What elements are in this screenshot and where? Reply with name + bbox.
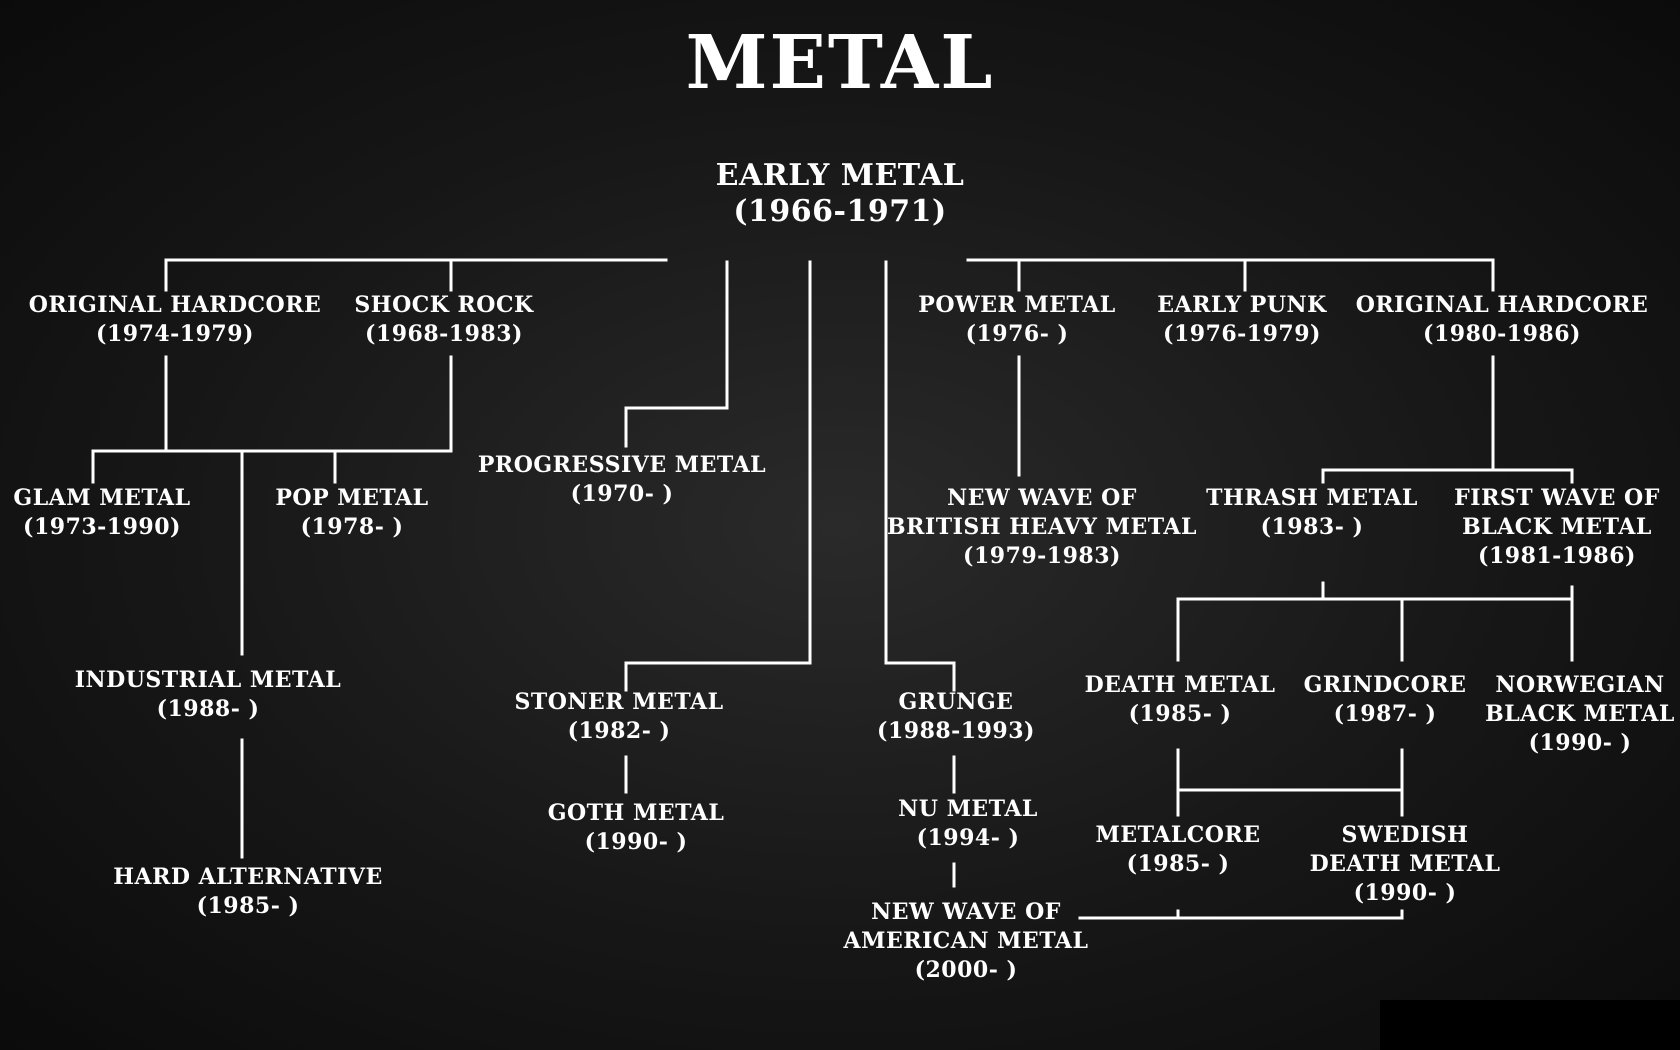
node-years: (1994- ) [916,825,1020,851]
node-name: POWER METAL [918,292,1116,318]
node-industrial-metal: INDUSTRIAL METAL (1988- ) [75,666,342,724]
node-years: (1966-1971) [733,194,947,229]
node-name: EARLY PUNK [1157,292,1327,318]
node-years: (2000- ) [914,957,1018,983]
node-years: (1976-1979) [1163,321,1321,347]
node-name: GOTH METAL [547,800,725,826]
node-years: (1980-1986) [1423,321,1581,347]
node-years: (1990- ) [1353,880,1457,906]
node-name-line1: NORWEGIAN [1495,672,1665,698]
node-shock-rock: SHOCK ROCK (1968-1983) [354,291,533,349]
node-years: (1985- ) [196,893,300,919]
node-norwegian-black-metal: NORWEGIAN BLACK METAL (1990- ) [1485,671,1675,758]
node-hard-alternative: HARD ALTERNATIVE (1985- ) [113,863,383,921]
node-grunge: GRUNGE (1988-1993) [877,688,1035,746]
node-years: (1982- ) [567,718,671,744]
node-years: (1974-1979) [96,321,254,347]
node-name: DEATH METAL [1084,672,1276,698]
node-name-line2: BRITISH HEAVY METAL [887,514,1197,540]
node-pop-metal: POP METAL (1978- ) [275,484,428,542]
node-name-line2: DEATH METAL [1309,851,1501,877]
node-stoner-metal: STONER METAL (1982- ) [514,688,723,746]
node-name: SHOCK ROCK [354,292,534,318]
node-years: (1985- ) [1128,701,1232,727]
node-years: (1990- ) [584,829,688,855]
node-years: (1968-1983) [365,321,523,347]
node-goth-metal: GOTH METAL (1990- ) [548,799,725,857]
node-name: GLAM METAL [13,485,191,511]
node-name: METALCORE [1095,822,1261,848]
node-swedish-death-metal: SWEDISH DEATH METAL (1990- ) [1310,821,1501,908]
node-years: (1990- ) [1528,730,1632,756]
node-years: (1985- ) [1126,851,1230,877]
node-name: EARLY METAL [715,158,965,193]
node-glam-metal: GLAM METAL (1973-1990) [13,484,190,542]
node-first-wave-black-metal: FIRST WAVE OF BLACK METAL (1981-1986) [1454,484,1660,571]
node-grindcore: GRINDCORE (1987- ) [1304,671,1467,729]
corner-shade [1380,1000,1680,1050]
node-years: (1976- ) [965,321,1069,347]
node-name: NU METAL [898,796,1038,822]
node-name: GRINDCORE [1303,672,1467,698]
node-name-line1: NEW WAVE OF [871,899,1061,925]
node-years: (1978- ) [300,514,404,540]
node-name: THRASH METAL [1206,485,1418,511]
node-name: STONER METAL [514,689,724,715]
node-name: ORIGINAL HARDCORE [1355,292,1649,318]
node-nu-metal: NU METAL (1994- ) [898,795,1038,853]
node-nwobhm: NEW WAVE OF BRITISH HEAVY METAL (1979-19… [887,484,1197,571]
node-years: (1973-1990) [23,514,181,540]
node-progressive-metal: PROGRESSIVE METAL (1970- ) [478,451,766,509]
node-name: HARD ALTERNATIVE [113,864,383,890]
node-name: INDUSTRIAL METAL [74,667,342,693]
node-name: ORIGINAL HARDCORE [28,292,322,318]
page-title: METAL [685,20,995,106]
node-original-hardcore-1980: ORIGINAL HARDCORE (1980-1986) [1356,291,1649,349]
node-thrash-metal: THRASH METAL (1983- ) [1206,484,1418,542]
node-metalcore: METALCORE (1985- ) [1095,821,1260,879]
node-death-metal: DEATH METAL (1985- ) [1085,671,1276,729]
node-early-metal: EARLY METAL (1966-1971) [716,158,965,230]
node-power-metal: POWER METAL (1976- ) [918,291,1115,349]
node-years: (1983- ) [1260,514,1364,540]
node-name: PROGRESSIVE METAL [477,452,767,478]
node-name-line2: BLACK METAL [1485,701,1675,727]
node-name-line1: FIRST WAVE OF [1454,485,1660,511]
node-years: (1987- ) [1333,701,1437,727]
node-name: GRUNGE [898,689,1014,715]
node-name-line1: SWEDISH [1341,822,1469,848]
node-years: (1988- ) [156,696,260,722]
node-name-line2: AMERICAN METAL [843,928,1089,954]
node-years: (1979-1983) [963,543,1121,569]
node-name-line2: BLACK METAL [1462,514,1652,540]
node-years: (1988-1993) [877,718,1035,744]
node-name: POP METAL [275,485,429,511]
node-original-hardcore-1974: ORIGINAL HARDCORE (1974-1979) [29,291,322,349]
node-name-line1: NEW WAVE OF [947,485,1137,511]
node-years: (1981-1986) [1478,543,1636,569]
node-early-punk: EARLY PUNK (1976-1979) [1157,291,1327,349]
node-years: (1970- ) [570,481,674,507]
node-nwoam: NEW WAVE OF AMERICAN METAL (2000- ) [844,898,1089,985]
